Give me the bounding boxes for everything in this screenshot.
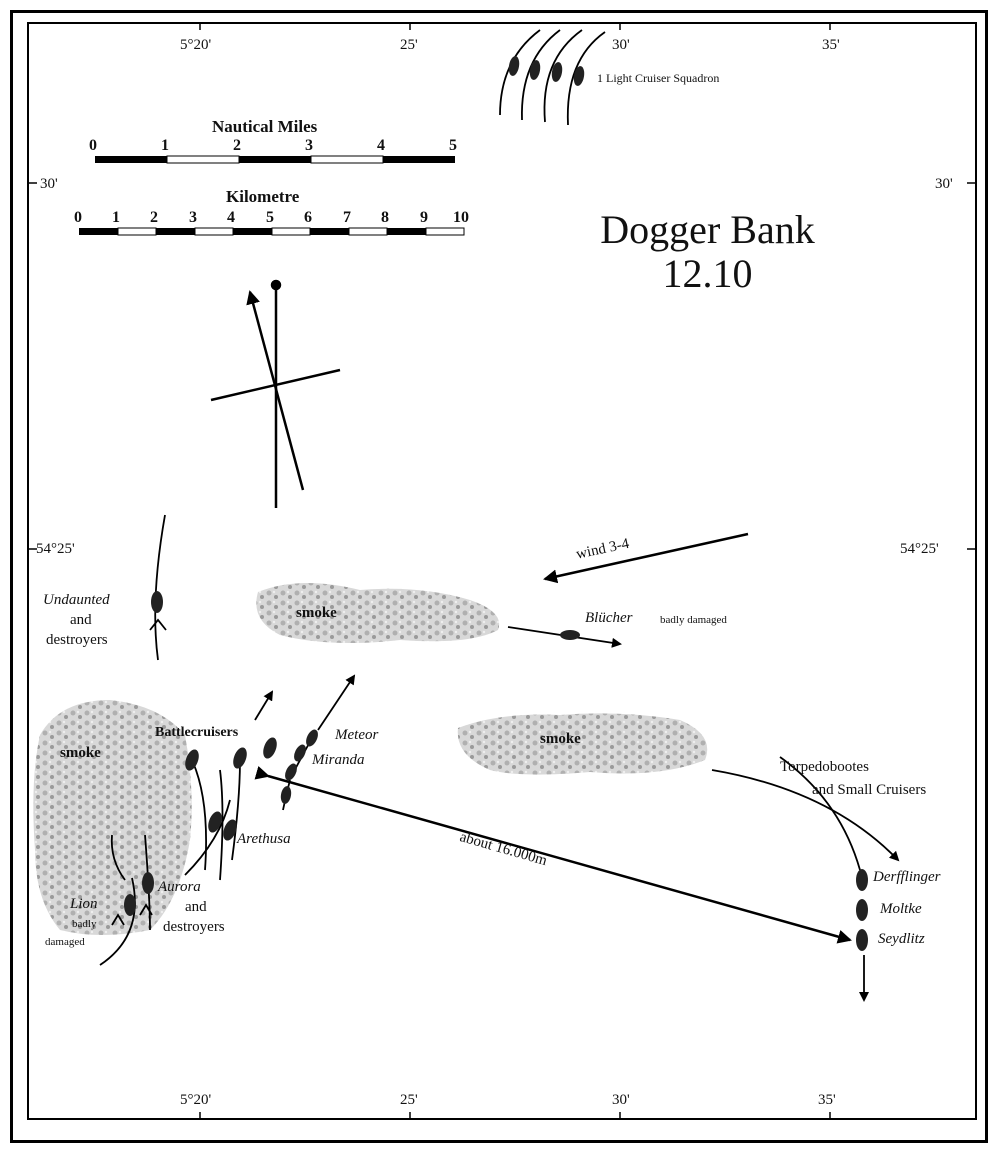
graticule-ticks bbox=[27, 22, 977, 1120]
km-tick-3: 3 bbox=[189, 209, 197, 226]
bottom-longitude-30: 30' bbox=[612, 1092, 630, 1108]
undaunted-label: Undaunted bbox=[43, 592, 110, 608]
km-tick-1: 1 bbox=[112, 209, 120, 226]
bottom-longitude-5-20: 5°20' bbox=[180, 1092, 212, 1108]
km-tick-9: 9 bbox=[420, 209, 428, 226]
nautical-tick-4: 4 bbox=[377, 137, 385, 154]
left-latitude-54-25: 54°25' bbox=[36, 541, 75, 557]
undaunted-destroyers-label: destroyers bbox=[46, 632, 108, 648]
km-tick-0: 0 bbox=[74, 209, 82, 226]
seydlitz-label: Seydlitz bbox=[878, 931, 925, 947]
wind-arrow bbox=[543, 532, 749, 584]
smoke-center-label: smoke bbox=[296, 605, 337, 621]
right-latitude-54-25: 54°25' bbox=[900, 541, 939, 557]
smoke-clouds bbox=[33, 582, 708, 935]
small-cruisers-label: and Small Cruisers bbox=[812, 782, 927, 798]
map-title-line2: 12.10 bbox=[662, 251, 753, 296]
moltke-label: Moltke bbox=[880, 901, 922, 917]
meteor-label: Meteor bbox=[335, 727, 379, 743]
nautical-scale-title: Nautical Miles bbox=[212, 117, 318, 136]
top-longitude-35: 35' bbox=[822, 37, 840, 53]
nautical-scale-bar bbox=[95, 155, 455, 164]
undaunted-and-label: and bbox=[70, 612, 92, 628]
smoke-right-label: smoke bbox=[540, 731, 581, 747]
derfflinger-label: Derfflinger bbox=[873, 869, 941, 885]
distance-arrow bbox=[254, 766, 852, 944]
miranda-label: Miranda bbox=[312, 752, 365, 768]
top-longitude-25: 25' bbox=[400, 37, 418, 53]
nautical-tick-5: 5 bbox=[449, 137, 457, 154]
lion-label: Lion bbox=[70, 896, 98, 912]
map-title: Dogger Bank 12.10 bbox=[585, 210, 830, 294]
ship-markers bbox=[124, 56, 868, 951]
bottom-longitude-25: 25' bbox=[400, 1092, 418, 1108]
top-longitude-5-20: 5°20' bbox=[180, 37, 212, 53]
nautical-tick-3: 3 bbox=[305, 137, 313, 154]
smoke-left-label: smoke bbox=[60, 745, 101, 761]
battlecruisers-label: Battlecruisers bbox=[155, 725, 239, 740]
nautical-tick-1: 1 bbox=[161, 137, 169, 154]
kilometre-scale-bar bbox=[79, 227, 465, 236]
km-tick-5: 5 bbox=[266, 209, 274, 226]
lion-damage-note-2: damaged bbox=[45, 936, 85, 948]
km-tick-8: 8 bbox=[381, 209, 389, 226]
aurora-destroyers-label: destroyers bbox=[163, 919, 225, 935]
light-cruiser-squadron-label: 1 Light Cruiser Squadron bbox=[597, 71, 720, 85]
arethusa-label: Arethusa bbox=[237, 831, 291, 847]
km-scale-title: Kilometre bbox=[226, 187, 300, 206]
map-title-line1: Dogger Bank bbox=[600, 207, 815, 252]
top-longitude-30: 30' bbox=[612, 37, 630, 53]
km-tick-6: 6 bbox=[304, 209, 312, 226]
km-tick-4: 4 bbox=[227, 209, 235, 226]
torpedo-boats-label: Torpedobootes bbox=[780, 759, 869, 775]
km-tick-2: 2 bbox=[150, 209, 158, 226]
blucher-label: Blücher bbox=[585, 610, 633, 626]
map-border bbox=[27, 22, 977, 1120]
blucher-damage-note: badly damaged bbox=[660, 614, 727, 626]
outer-frame bbox=[10, 10, 988, 1143]
lion-damage-note-1: badly bbox=[72, 918, 97, 930]
left-latitude-30: 30' bbox=[40, 176, 58, 192]
right-latitude-30: 30' bbox=[935, 176, 953, 192]
compass-rose bbox=[210, 279, 341, 508]
aurora-label: Aurora bbox=[158, 879, 201, 895]
aurora-and-label: and bbox=[185, 899, 207, 915]
nautical-tick-2: 2 bbox=[233, 137, 241, 154]
km-tick-7: 7 bbox=[343, 209, 351, 226]
nautical-tick-0: 0 bbox=[89, 137, 97, 154]
km-tick-10: 10 bbox=[453, 209, 469, 226]
bottom-longitude-35: 35' bbox=[818, 1092, 836, 1108]
